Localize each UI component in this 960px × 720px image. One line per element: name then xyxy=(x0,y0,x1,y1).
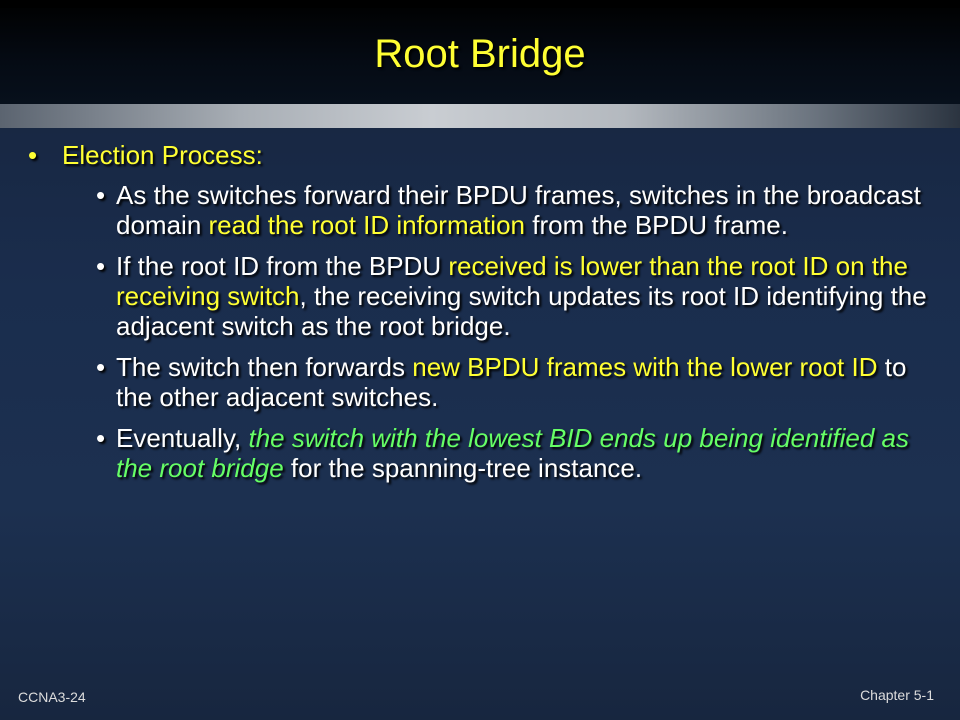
bullet-dot-icon: • xyxy=(96,423,106,453)
bullet-item-4: • Eventually, the switch with the lowest… xyxy=(28,423,928,483)
bullet-1-highlight: read the root ID information xyxy=(208,210,526,240)
bullet-2-text-a: If the root ID from the BPDU xyxy=(116,251,449,281)
bullet-3-text-a: The switch then forwards xyxy=(116,352,413,382)
bullet-2-text-b: , the receiving switch updates its root … xyxy=(116,281,927,341)
title-divider-stripe xyxy=(0,104,960,128)
bullet-1-text-a: As the switches forward their BPDU frame… xyxy=(116,180,921,240)
footer-chapter: Chapter 5-1 xyxy=(860,687,934,703)
bullet-3-text-b: to the other adjacent switches. xyxy=(116,352,907,412)
bullet-3-highlight: new BPDU frames with the lower root ID xyxy=(412,352,878,382)
footer-slide-id: CCNA3-24 xyxy=(18,689,86,705)
bullet-dot-icon: • xyxy=(96,352,106,382)
bullet-dot-icon: • xyxy=(96,251,106,281)
slide-title: Root Bridge xyxy=(374,32,586,76)
bullet-4-text-a: Eventually, xyxy=(116,423,249,453)
bullet-item-2: • If the root ID from the BPDU received … xyxy=(28,251,928,341)
bullet-1-text-b: from the BPDU frame. xyxy=(525,210,788,240)
level1-bullet: • Election Process: xyxy=(28,138,928,172)
bullet-4-text-b: for the spanning-tree instance. xyxy=(283,453,643,483)
bullet-4-highlight: the switch with the lowest BID ends up b… xyxy=(116,423,909,483)
bullet-dot-icon: • xyxy=(28,140,38,170)
slide-content: • Election Process: • As the switches fo… xyxy=(28,138,928,494)
bullet-item-1: • As the switches forward their BPDU fra… xyxy=(28,180,928,240)
title-bar xyxy=(0,0,960,104)
bullet-2-highlight: received is lower than the root ID on th… xyxy=(116,251,908,311)
bullet-dot-icon: • xyxy=(96,180,106,210)
bullet-item-3: • The switch then forwards new BPDU fram… xyxy=(28,352,928,412)
election-process-heading: Election Process: xyxy=(62,140,263,170)
